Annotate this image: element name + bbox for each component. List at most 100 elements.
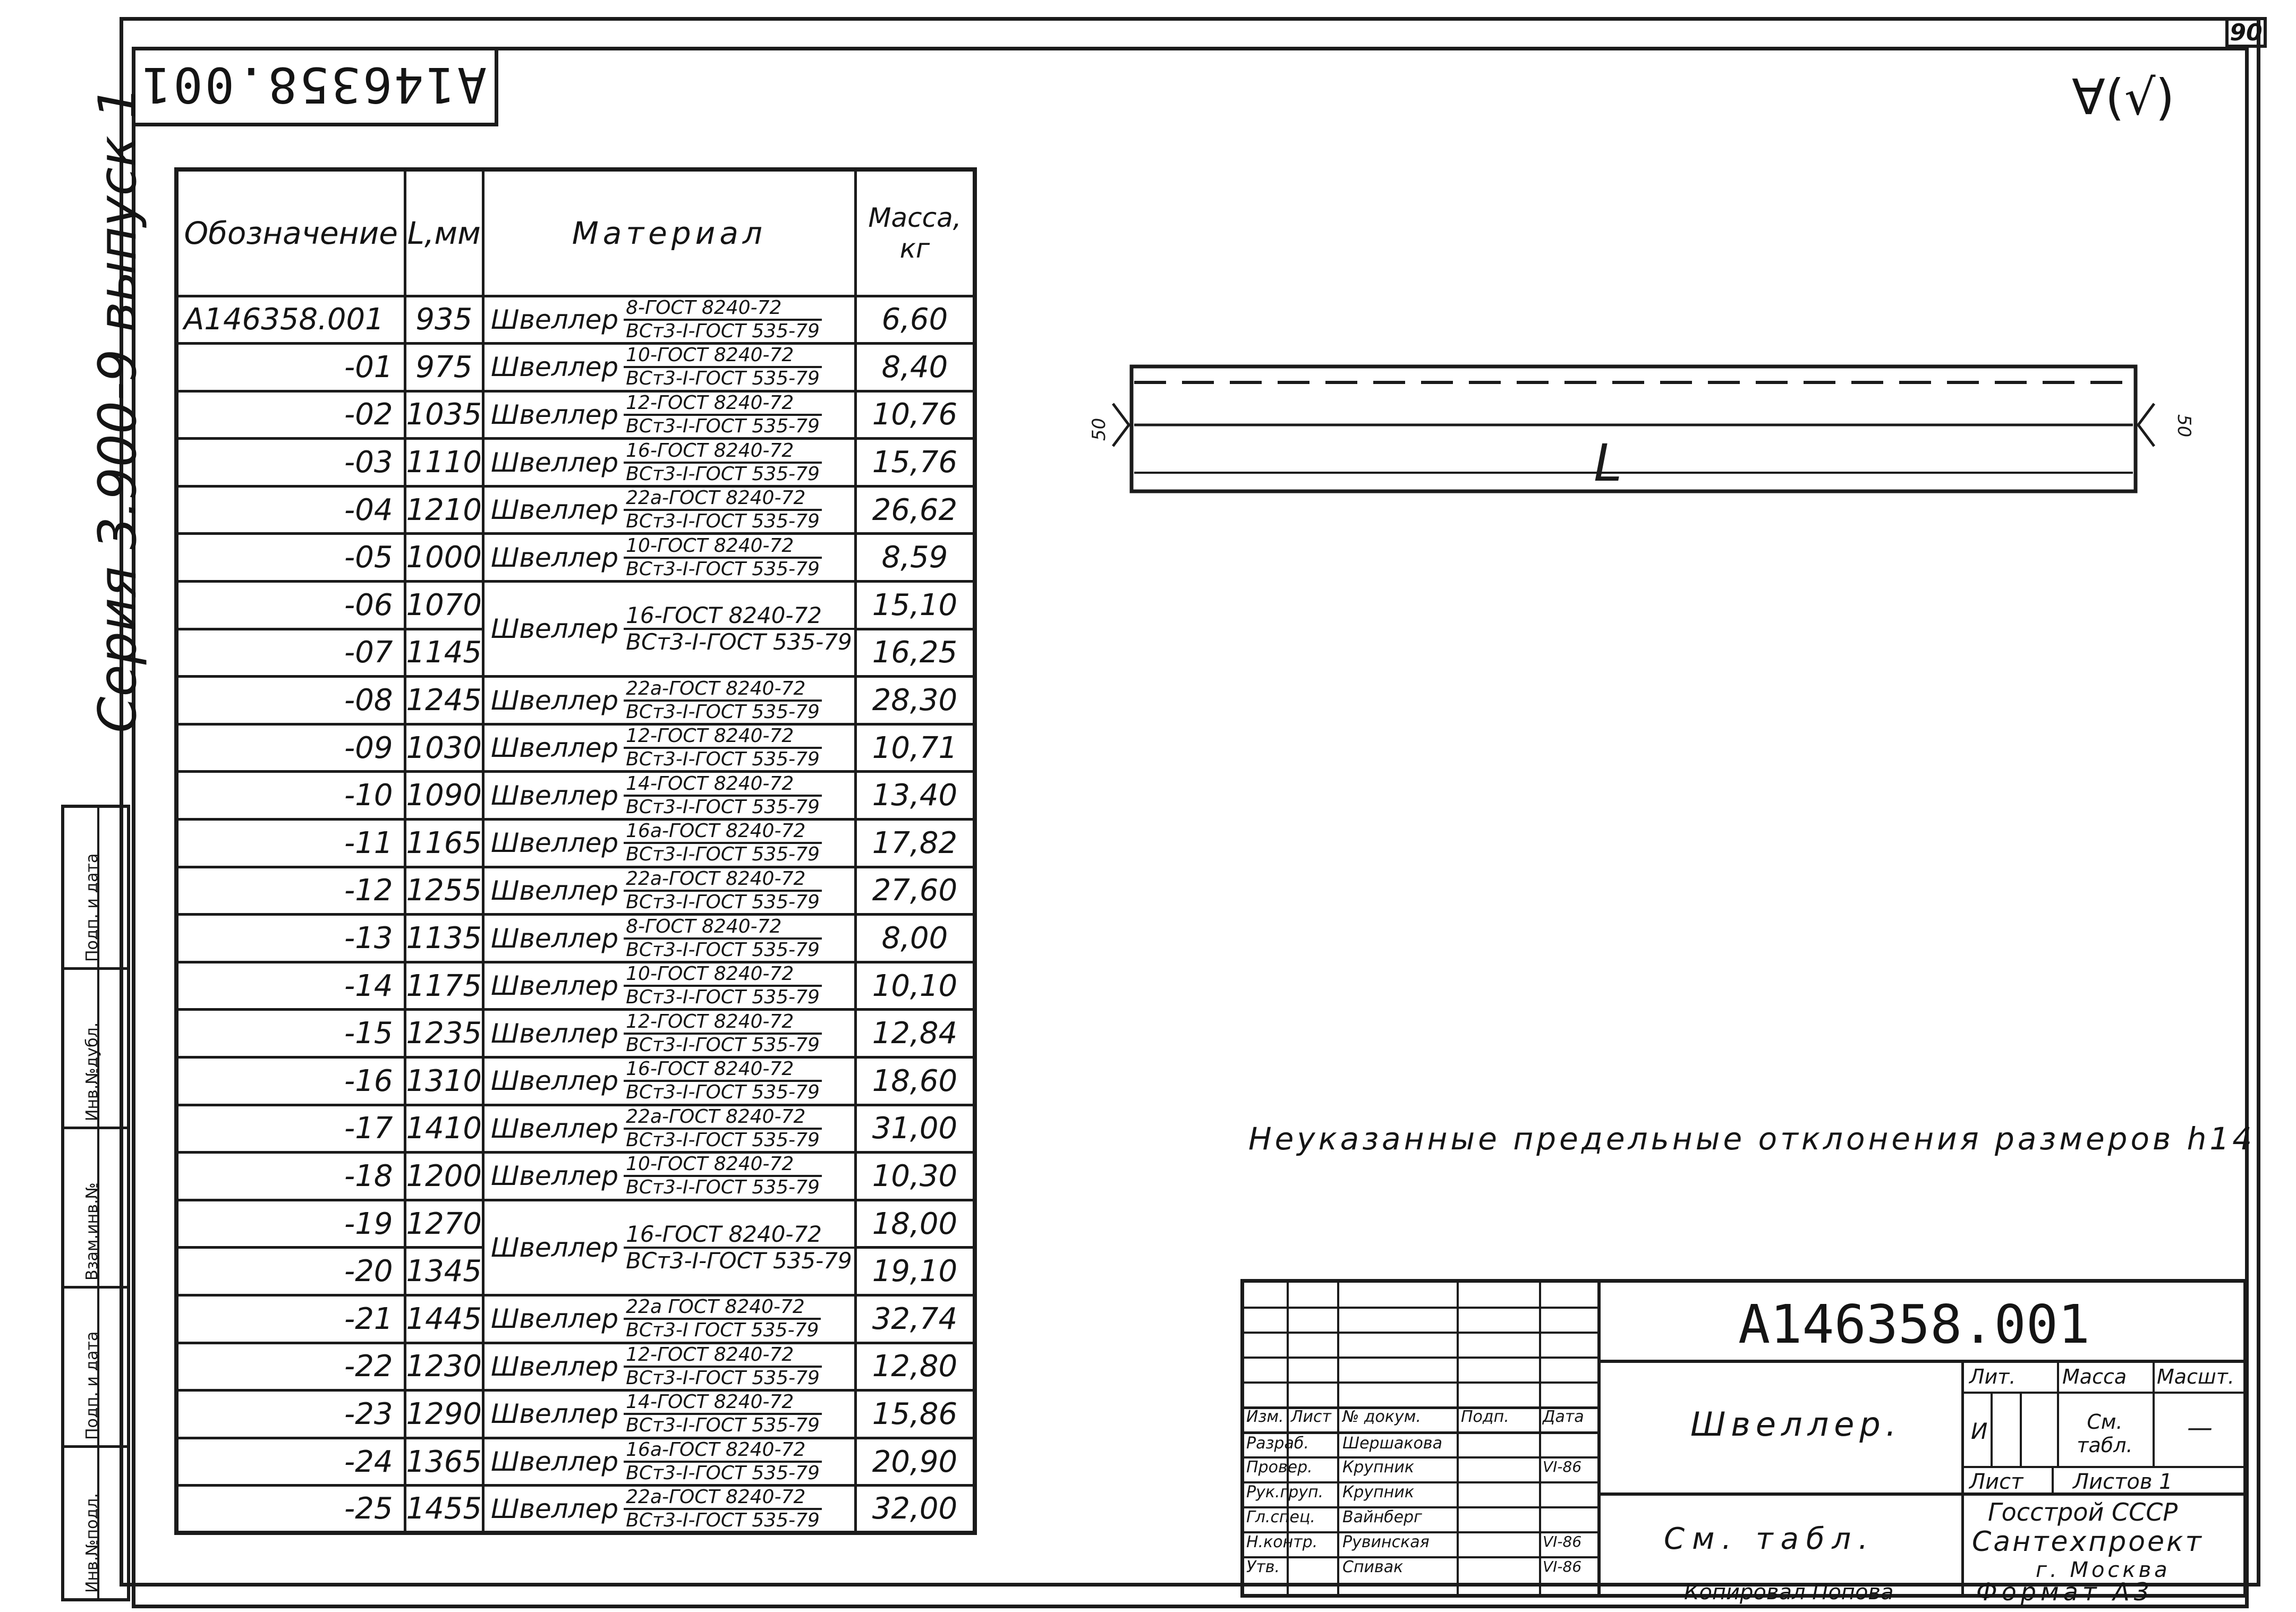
cell-designation: -25: [175, 1484, 406, 1534]
material-profile: 14-ГОСТ 8240-72: [624, 774, 822, 797]
document-code: А146358.001: [1738, 1293, 2090, 1355]
material-profile: 16а-ГОСТ 8240-72: [624, 822, 822, 845]
specification-table: Обозначение L,мм Материал Масса, кг А146…: [174, 167, 977, 1536]
cell-length: 1165: [403, 818, 485, 868]
role-label: Н.контр.: [1246, 1533, 1318, 1551]
material-profile: 16-ГОСТ 8240-72: [624, 441, 822, 464]
cell-mass: 32,74: [854, 1293, 976, 1344]
series-label: Серия 3.900-9 выпуск 1: [88, 86, 148, 733]
material-profile: 12-ГОСТ 8240-72: [624, 393, 822, 416]
cell-mass: 20,90: [854, 1436, 976, 1487]
cell-length: 1255: [403, 865, 485, 916]
cell-mass: 8,40: [854, 342, 976, 393]
material-name: Швеллер: [491, 1113, 619, 1144]
stamp-cell: Инв.№подл.: [64, 1445, 127, 1598]
material-profile: 22а-ГОСТ 8240-72: [624, 679, 822, 702]
material-steel-grade: ВСт3-I-ГОСТ 535-79: [626, 463, 820, 485]
material-profile: 8-ГОСТ 8240-72: [624, 298, 822, 321]
material-steel-grade: ВСт3-I-ГОСТ 535-79: [626, 939, 820, 961]
material-steel-grade: ВСт3-I-ГОСТ 535-79: [626, 1509, 820, 1531]
col-date: Дата: [1543, 1408, 1584, 1426]
stamp-label: Подп. и дата: [83, 1331, 101, 1440]
cell-designation: А146358.001: [175, 294, 406, 345]
material-steel-grade: ВСт3-I-ГОСТ 535-79: [626, 701, 820, 723]
mass-value: См. табл.: [2077, 1410, 2133, 1457]
lit-label: Лит.: [1969, 1365, 2016, 1388]
material-profile: 10-ГОСТ 8240-72: [624, 536, 822, 559]
material-name: Швеллер: [491, 875, 619, 906]
cell-mass: 19,10: [854, 1246, 976, 1297]
material-steel-grade: ВСт3-I-ГОСТ 535-79: [626, 629, 852, 655]
role-person: Рувинская: [1342, 1533, 1430, 1551]
cell-designation: -02: [175, 389, 406, 440]
material-steel-grade: ВСт3-I-ГОСТ 535-79: [626, 368, 820, 390]
material-steel-grade: ВСт3-I-ГОСТ 535-79: [626, 1034, 820, 1056]
cell-designation: -20: [175, 1246, 406, 1297]
stamp-label: Инв.№подл.: [83, 1493, 101, 1593]
material-steel-grade: ВСт3-I-ГОСТ 535-79: [626, 1129, 820, 1151]
material-name: Швеллер: [491, 828, 619, 859]
length-label: L: [1594, 433, 1622, 493]
cell-mass: 6,60: [854, 294, 976, 345]
cell-mass: 18,60: [854, 1056, 976, 1106]
cell-mass: 15,10: [854, 580, 976, 630]
cell-designation: -01: [175, 342, 406, 393]
stamp-cell: Инв.№дубл.: [64, 967, 127, 1127]
material-steel-grade: ВСт3-I-ГОСТ 535-79: [626, 1081, 820, 1104]
material-profile: 12-ГОСТ 8240-72: [624, 727, 822, 749]
cell-designation: -23: [175, 1389, 406, 1439]
material-name: Швеллер: [491, 1398, 619, 1430]
material-name: Швеллер: [491, 447, 619, 478]
material-steel-grade: ВСт3-I-ГОСТ 535-79: [626, 796, 820, 818]
cell-mass: 10,76: [854, 389, 976, 440]
format-label: Формат А3: [1976, 1577, 2154, 1606]
channel-drawing: L 50 50: [1089, 364, 2195, 493]
col-change: Изм.: [1246, 1408, 1284, 1426]
cell-designation: -06: [175, 580, 406, 630]
role-person: Крупник: [1342, 1483, 1414, 1502]
header-length: L,мм: [403, 168, 485, 297]
cell-length: 1090: [403, 770, 485, 821]
cell-mass: 12,84: [854, 1008, 976, 1059]
roughness-value-right: 50: [2173, 414, 2195, 437]
cell-length: 1030: [403, 722, 485, 773]
role-person: Крупник: [1342, 1458, 1414, 1477]
scale-value: —: [2187, 1413, 2213, 1443]
cell-mass: 13,40: [854, 770, 976, 821]
tb-vline: [1287, 1283, 1289, 1594]
cell-designation: -11: [175, 818, 406, 868]
cell-length: 1245: [403, 675, 485, 726]
cell-length: 1270: [403, 1198, 485, 1249]
table-header-row: Обозначение L,мм Материал Масса, кг: [175, 168, 976, 297]
cell-designation: -21: [175, 1293, 406, 1344]
role-label: Разраб.: [1246, 1434, 1309, 1453]
scale-label: Масшт.: [2157, 1365, 2234, 1388]
cell-length: 1210: [403, 484, 485, 535]
material-name: Швеллер: [491, 1161, 619, 1192]
